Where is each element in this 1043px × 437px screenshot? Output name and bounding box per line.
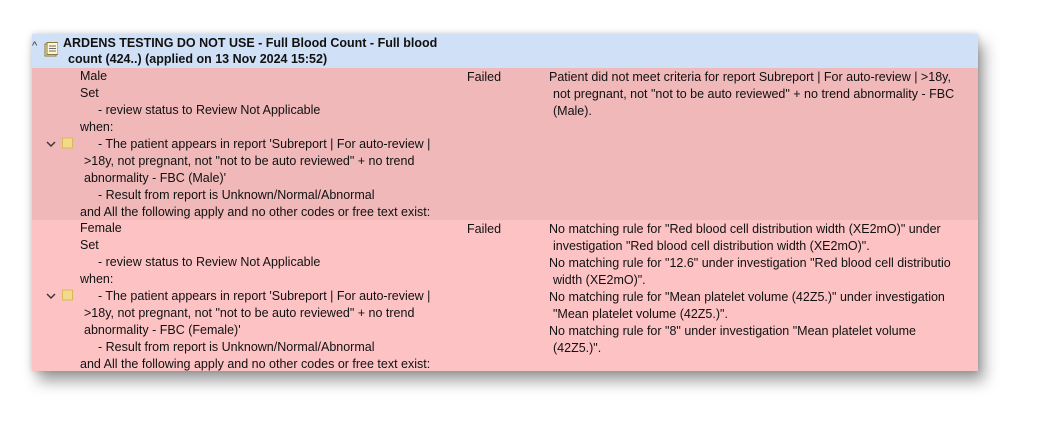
- collapse-caret-icon[interactable]: ^: [32, 40, 38, 52]
- reason-line: No matching rule for "8" under investiga…: [549, 324, 916, 338]
- reason-line: (42Z5.)".: [553, 341, 602, 355]
- rule-text-line: - The patient appears in report 'Subrepo…: [98, 289, 431, 303]
- reason-line: not pregnant, not "not to be auto review…: [553, 87, 955, 101]
- rule-text-line: >18y, not pregnant, not "not to be auto …: [84, 154, 415, 168]
- report-title-continued: count (424..) (applied on 13 Nov 2024 15…: [68, 52, 328, 66]
- chevron-down-icon[interactable]: [46, 140, 56, 148]
- reason-line: investigation "Red blood cell distributi…: [553, 239, 870, 253]
- chevron-down-icon[interactable]: [46, 292, 56, 300]
- report-header-row[interactable]: ^ ARDENS TESTING DO NOT USE - Full Blood…: [32, 34, 978, 68]
- rule-text-line: - The patient appears in report 'Subrepo…: [98, 137, 431, 151]
- rule-text-line: and All the following apply and no other…: [80, 357, 431, 371]
- reason-line: Patient did not meet criteria for report…: [549, 70, 951, 84]
- folder-icon: [62, 289, 73, 301]
- rule-name: Male: [80, 69, 108, 83]
- reason-line: No matching rule for "Red blood cell dis…: [549, 222, 941, 236]
- reason-line: (Male).: [553, 104, 592, 118]
- reason-line: No matching rule for "Mean platelet volu…: [549, 290, 945, 304]
- rule-text-line: abnormality - FBC (Male)': [84, 171, 226, 185]
- reason-line: "Mean platelet volume (42Z5.)".: [553, 307, 728, 321]
- rule-text-line: >18y, not pregnant, not "not to be auto …: [84, 306, 415, 320]
- rule-text-line: when:: [80, 272, 114, 286]
- rule-text-line: Set: [80, 238, 99, 252]
- rule-name: Female: [80, 221, 122, 235]
- rule-text-line: - review status to Review Not Applicable: [98, 103, 321, 117]
- rule-text-line: - review status to Review Not Applicable: [98, 255, 321, 269]
- reason-line: width (XE2mO)".: [553, 273, 646, 287]
- rule-text-line: Set: [80, 86, 99, 100]
- report-title: ARDENS TESTING DO NOT USE - Full Blood C…: [63, 36, 438, 50]
- report-icon: [44, 42, 58, 57]
- folder-icon: [62, 137, 73, 149]
- rule-text-line: when:: [80, 120, 114, 134]
- rule-text-line: - Result from report is Unknown/Normal/A…: [98, 340, 375, 354]
- rule-text-line: - Result from report is Unknown/Normal/A…: [98, 188, 375, 202]
- reason-line: No matching rule for "12.6" under invest…: [549, 256, 951, 270]
- status-text: Failed: [467, 70, 502, 84]
- rule-text-line: abnormality - FBC (Female)': [84, 323, 241, 337]
- rule-row-male[interactable]: Male Set - review status to Review Not A…: [32, 68, 978, 220]
- status-text: Failed: [467, 222, 502, 236]
- rule-results-panel: ^ ARDENS TESTING DO NOT USE - Full Blood…: [32, 34, 978, 371]
- rule-text-line: and All the following apply and no other…: [80, 205, 431, 219]
- rule-row-female[interactable]: Female Set - review status to Review Not…: [32, 220, 978, 371]
